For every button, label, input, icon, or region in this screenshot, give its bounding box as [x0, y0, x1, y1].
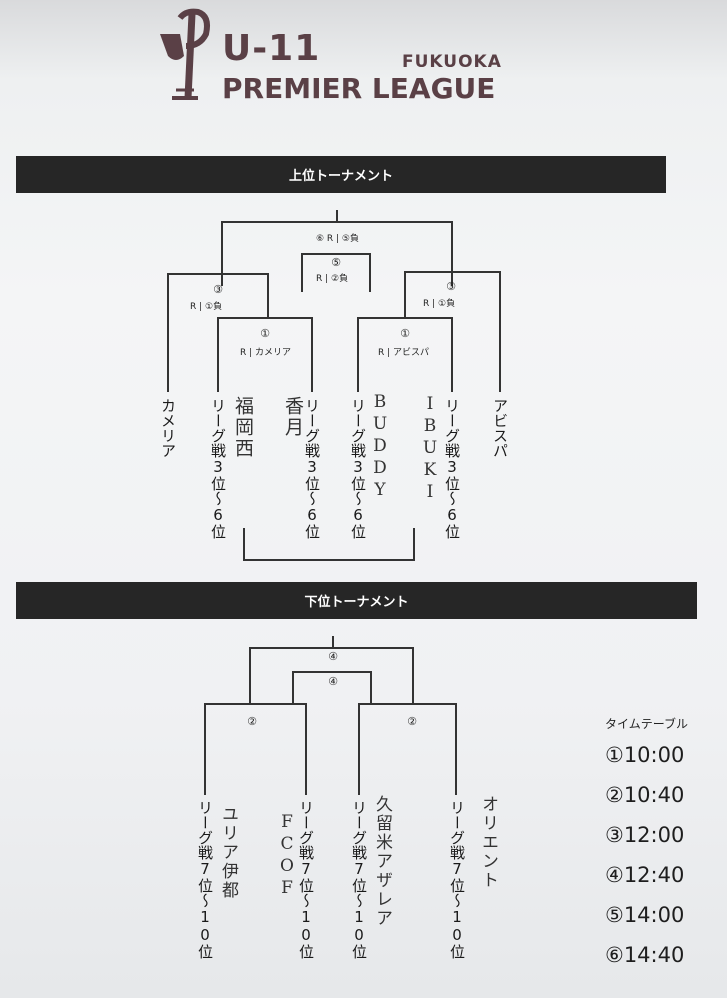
lower-final-circle: ④: [328, 650, 338, 663]
lower-right-circle: ②: [407, 715, 417, 728]
upper-team-slot-3: リーグ戦3位〜6位: [303, 398, 321, 539]
handwritten-katsuki: 香月: [282, 396, 304, 438]
upper-right-quarter-circle: ①: [400, 327, 410, 340]
upper-left-semi-label: R | ①負: [190, 302, 223, 312]
upper-team-slot-5: リーグ戦3位〜6位: [443, 398, 461, 539]
handwritten-orient: オリエント: [478, 795, 498, 890]
handwritten-fcof: FCOF: [277, 812, 297, 900]
upper-team-camellia: カメリア: [159, 398, 177, 458]
upper-right-semi-circle: ③: [446, 280, 456, 293]
upper-tournament-heading: 上位トーナメント: [16, 156, 666, 193]
lower-team-slot-1: リーグ戦7位〜10位: [196, 800, 214, 959]
upper-final-label: ⑥ R | ⑤負: [316, 234, 360, 244]
lower-team-slot-2: リーグ戦7位〜10位: [297, 800, 315, 959]
upper-right-semi-label: R | ①負: [423, 299, 456, 309]
logo-league: PREMIER LEAGUE: [222, 72, 496, 105]
timetable-title: タイムテーブル: [605, 717, 689, 731]
lower-left-circle: ②: [247, 715, 257, 728]
lower-third-circle: ④: [328, 675, 338, 688]
upper-right-quarter-label: R | アビスパ: [378, 348, 430, 358]
upper-third-circle: ⑤: [331, 256, 341, 269]
upper-left-quarter-circle: ①: [260, 327, 270, 340]
timetable-row-3: ③12:00: [605, 823, 685, 847]
upper-left-quarter-label: R | カメリア: [240, 348, 292, 358]
upper-third-label: R | ②負: [316, 274, 349, 284]
lower-tournament-heading: 下位トーナメント: [16, 582, 697, 619]
trophy-icon: [160, 8, 210, 100]
lower-team-slot-4: リーグ戦7位〜10位: [448, 800, 466, 959]
handwritten-yuria-ito: ユリア伊都: [218, 805, 238, 900]
logo-city: FUKUOKA: [402, 52, 502, 72]
upper-team-slot-2: リーグ戦3位〜6位: [209, 398, 227, 539]
handwritten-kurume-azalea: 久留米アザレア: [372, 795, 392, 928]
timetable-row-5: ⑤14:00: [605, 903, 685, 927]
handwritten-ibuki: IBUKI: [420, 394, 440, 504]
timetable-row-1: ①10:00: [605, 743, 685, 767]
timetable-row-2: ②10:40: [605, 783, 685, 807]
upper-team-avispa: アビスパ: [491, 398, 509, 458]
timetable-row-4: ④12:40: [605, 863, 685, 887]
lower-team-slot-3: リーグ戦7位〜10位: [350, 800, 368, 959]
league-logo: U-11 FUKUOKA PREMIER LEAGUE: [150, 6, 530, 106]
timetable-row-6: ⑥14:40: [605, 943, 685, 967]
handwritten-buddy: BUDDY: [370, 392, 390, 502]
upper-team-slot-4: リーグ戦3位〜6位: [349, 398, 367, 539]
logo-title: U-11: [222, 28, 321, 69]
upper-left-semi-circle: ③: [213, 283, 223, 296]
handwritten-fukuoka-nishi: 福岡西: [232, 396, 254, 459]
